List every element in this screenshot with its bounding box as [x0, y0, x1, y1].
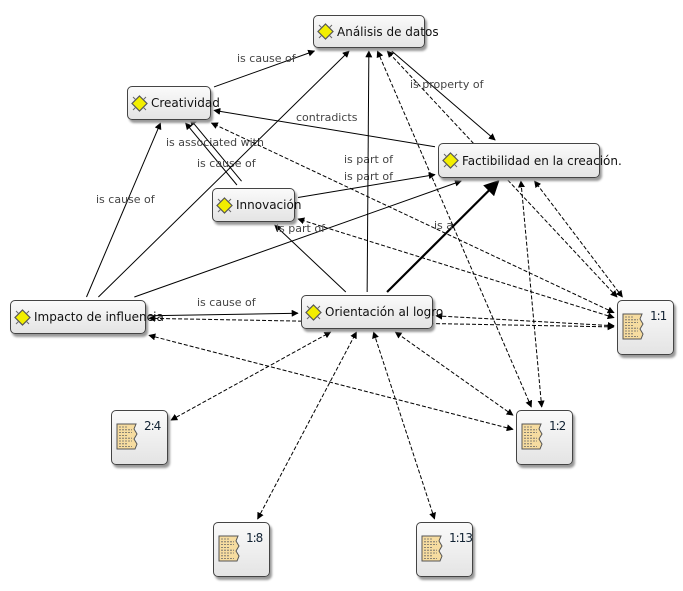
relation-label: is cause of: [237, 52, 297, 65]
quotation-document-icon: [116, 423, 138, 450]
relation-label: contradicts: [296, 111, 358, 124]
quotation-node-q18[interactable]: 1:8: [213, 522, 270, 577]
relation-q11-factibilidad[interactable]: [534, 180, 623, 298]
relation-orientacion-factibilidad[interactable]: [386, 179, 500, 293]
quotation-document-icon: [218, 535, 240, 562]
code-label: Análisis de datos: [337, 24, 439, 39]
relation-label: is cause of: [197, 157, 257, 170]
code-node-creatividad[interactable]: Creatividad: [127, 86, 220, 120]
quotation-document-icon: [622, 313, 644, 340]
code-node-orientacion[interactable]: Orientación al logro: [301, 295, 443, 329]
code-diamond-icon: [131, 94, 148, 112]
relation-label: is cause of: [96, 193, 156, 206]
relation-q12-analisis[interactable]: [376, 50, 533, 408]
relation-label: is part of: [276, 222, 326, 235]
relation-label: is property of: [410, 78, 485, 91]
relation-label: is part of: [344, 170, 394, 183]
relation-label: is part of: [344, 153, 394, 166]
relation-q113-orientacion[interactable]: [372, 331, 436, 520]
relation-impacto-creatividad[interactable]: [86, 122, 162, 298]
relation-innovacion-creatividad[interactable]: [189, 118, 242, 182]
quotation-document-icon: [521, 423, 543, 450]
code-diamond-icon: [317, 23, 334, 40]
quotation-label: 2:4: [144, 419, 161, 433]
relation-creatividad-analisis[interactable]: [213, 49, 316, 88]
quotation-document-icon: [421, 535, 443, 562]
relation-analisis-factibilidad[interactable]: [391, 50, 496, 141]
relation-innovacion-creatividad[interactable]: [185, 122, 238, 186]
code-diamond-icon: [216, 196, 233, 214]
code-label: Impacto de influencia: [34, 310, 164, 324]
relation-label: is cause of: [197, 296, 257, 309]
relation-impacto-orientacion[interactable]: [148, 309, 299, 317]
quotation-label: 1:1: [650, 309, 667, 323]
code-diamond-icon: [305, 303, 322, 321]
quotation-node-q113[interactable]: 1:13: [416, 522, 473, 577]
code-node-analisis[interactable]: Análisis de datos: [313, 15, 439, 48]
relation-q18-orientacion[interactable]: [257, 331, 357, 520]
quotation-node-q12[interactable]: 1:2: [516, 410, 573, 465]
relation-q12-impacto[interactable]: [148, 333, 514, 432]
code-diamond-icon: [442, 152, 459, 169]
code-label: Factibilidad en la creación.: [462, 153, 622, 168]
quotation-label: 1:13: [449, 531, 473, 545]
quotation-label: 1:2: [549, 419, 566, 433]
relation-q12-orientacion[interactable]: [394, 331, 514, 416]
code-node-innovacion[interactable]: Innovación: [212, 188, 301, 222]
quotation-node-q11[interactable]: 1:1: [617, 300, 674, 355]
code-node-impacto[interactable]: Impacto de influencia: [10, 300, 164, 334]
relation-label: is associated with: [166, 136, 264, 149]
quotation-node-q24[interactable]: 2:4: [111, 410, 168, 465]
relation-label: is a: [434, 219, 453, 232]
code-label: Creatividad: [151, 96, 220, 110]
quotation-label: 1:8: [246, 531, 263, 545]
relation-q11-impacto[interactable]: [148, 314, 615, 331]
code-label: Orientación al logro: [325, 305, 444, 319]
code-label: Innovación: [236, 198, 302, 212]
code-diamond-icon: [14, 308, 31, 326]
code-node-factibilidad[interactable]: Factibilidad en la creación.: [438, 143, 622, 178]
